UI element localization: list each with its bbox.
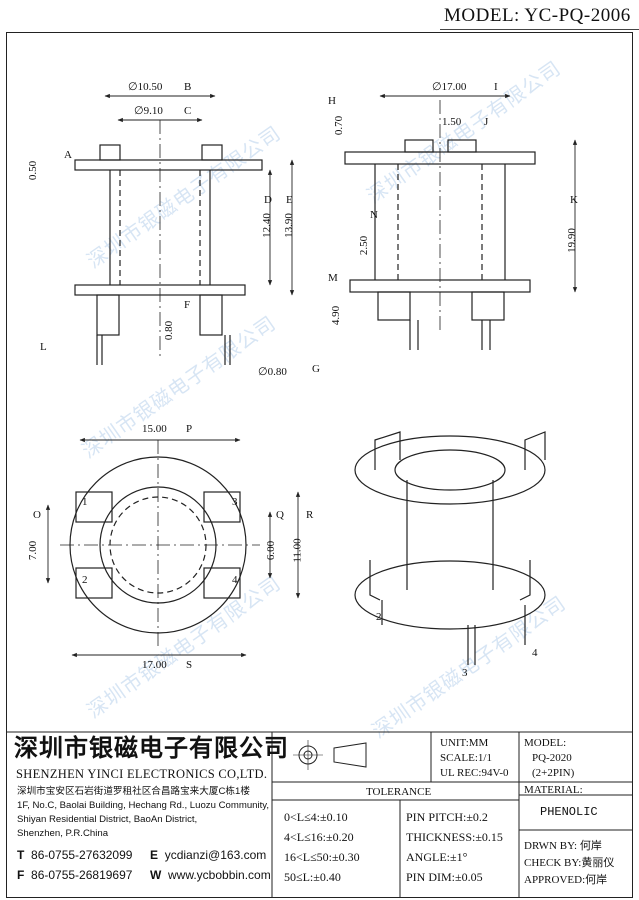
model-label: MODEL: [524, 737, 567, 749]
callout-letter: A [64, 149, 72, 161]
material-value: PHENOLIC [540, 805, 598, 819]
dim-label: ∅9.10 [134, 105, 163, 117]
approved-by: APPROVED:何岸 [524, 874, 608, 886]
callout-letter: N [370, 209, 378, 221]
callout-letter: Q [276, 509, 284, 521]
check-by: CHECK BY:黄丽仪 [524, 857, 615, 869]
pin-number: 1 [82, 496, 88, 508]
material-label: MATERIAL: [524, 784, 583, 796]
front-view [74, 120, 263, 365]
address-line: 1F, No.C, Baolai Building, Hechang Rd., … [17, 800, 270, 811]
callout-letter: M [328, 272, 338, 284]
dim-label: 6.00 [265, 540, 278, 561]
pin-number: 4 [232, 574, 238, 586]
dim-label: 0.50 [27, 160, 40, 181]
callout-letter: F [184, 299, 191, 311]
pin-number: 2 [376, 611, 382, 623]
callout-letter: G [312, 363, 320, 375]
address-line: 深圳市宝安区石岩街道罗租社区合昌路宝来大厦C栋1楼 [17, 786, 250, 797]
title-underline [440, 29, 639, 30]
pin-number: 3 [462, 667, 468, 679]
email-label: E [150, 848, 159, 862]
scale-text: SCALE:1/1 [440, 752, 492, 764]
web-value: www.ycbobbin.com [168, 868, 271, 882]
pin-tolerance-row: THICKNESS:±0.15 [406, 830, 503, 844]
dim-label: 0.70 [333, 115, 346, 136]
dim-label: 1.50 [442, 116, 462, 128]
side-view [344, 100, 536, 350]
tel-value: 86-0755-27632099 [31, 848, 133, 862]
dim-label: 13.90 [282, 213, 295, 238]
callout-letter: L [40, 341, 47, 353]
company-name-en: SHENZHEN YINCI ELECTRONICS CO,LTD. [16, 767, 268, 781]
tolerance-row: 50≤L:±0.40 [284, 870, 341, 884]
callout-letter: R [306, 509, 314, 521]
tel-line: T 86-0755-27632099 [17, 849, 132, 861]
dim-label: 11.00 [291, 538, 304, 563]
fax-value: 86-0755-26819697 [31, 868, 133, 882]
web-label: W [150, 868, 162, 882]
email-line: E ycdianzi@163.com [150, 849, 266, 861]
dim-label: 2.50 [358, 235, 371, 256]
dim-label: 0.80 [163, 320, 176, 341]
tolerance-row: 16<L≤50:±0.30 [284, 850, 360, 864]
model-title: MODEL: YC-PQ-2006 [444, 5, 631, 26]
dim-label: 4.90 [330, 305, 343, 326]
fax-line: F 86-0755-26819697 [17, 869, 132, 881]
dim-label: ∅17.00 [432, 81, 467, 93]
dim-label: ∅10.50 [128, 81, 163, 93]
web-line: W www.ycbobbin.com [150, 869, 271, 881]
dim-label: 7.00 [27, 540, 40, 561]
bottom-view [60, 440, 260, 650]
pin-tolerance-row: ANGLE:±1° [406, 850, 468, 864]
company-name-cn: 深圳市银磁电子有限公司 [14, 734, 289, 762]
callout-letter: D [264, 194, 272, 206]
dim-label: ∅0.80 [258, 366, 287, 378]
callout-letter: B [184, 81, 192, 93]
email-value: ycdianzi@163.com [164, 848, 267, 862]
callout-letter: K [570, 194, 578, 206]
pin-number: 2 [82, 574, 88, 586]
pin-tolerance-row: PIN PITCH:±0.2 [406, 810, 488, 824]
title-block-grid [6, 731, 633, 898]
callout-letter: J [484, 116, 489, 128]
unit-text: UNIT:MM [440, 737, 489, 749]
dim-label: 15.00 [142, 423, 167, 435]
tolerance-row: 0<L≤4:±0.10 [284, 810, 348, 824]
pin-number: 4 [532, 647, 538, 659]
callout-letter: H [328, 95, 336, 107]
callout-letter: S [186, 659, 193, 671]
pin-number: 3 [232, 496, 238, 508]
isometric-view [354, 431, 546, 665]
callout-letter: P [186, 423, 193, 435]
fax-label: F [17, 868, 25, 882]
drawn-by: DRWN BY: 何岸 [524, 840, 602, 852]
callout-letter: O [33, 509, 41, 521]
dim-label: 17.00 [142, 659, 167, 671]
tolerance-row: 4<L≤16:±0.20 [284, 830, 354, 844]
callout-letter: C [184, 105, 192, 117]
drawing-border [6, 32, 633, 898]
pin-tolerance-row: PIN DIM:±0.05 [406, 870, 483, 884]
dim-label: 19.90 [565, 228, 578, 253]
address-line: Shiyan Residential District, BaoAn Distr… [17, 814, 198, 825]
dim-label: 12.40 [260, 213, 273, 238]
tolerance-label: TOLERANCE [366, 786, 432, 798]
address-line: Shenzhen, P.R.China [17, 828, 109, 839]
model-pins: (2+2PIN) [532, 767, 575, 779]
callout-letter: E [286, 194, 293, 206]
tel-label: T [17, 848, 25, 862]
ul-rec-text: UL REC:94V-0 [440, 767, 509, 779]
model-value: PQ-2020 [532, 752, 572, 764]
callout-letter: I [494, 81, 498, 93]
